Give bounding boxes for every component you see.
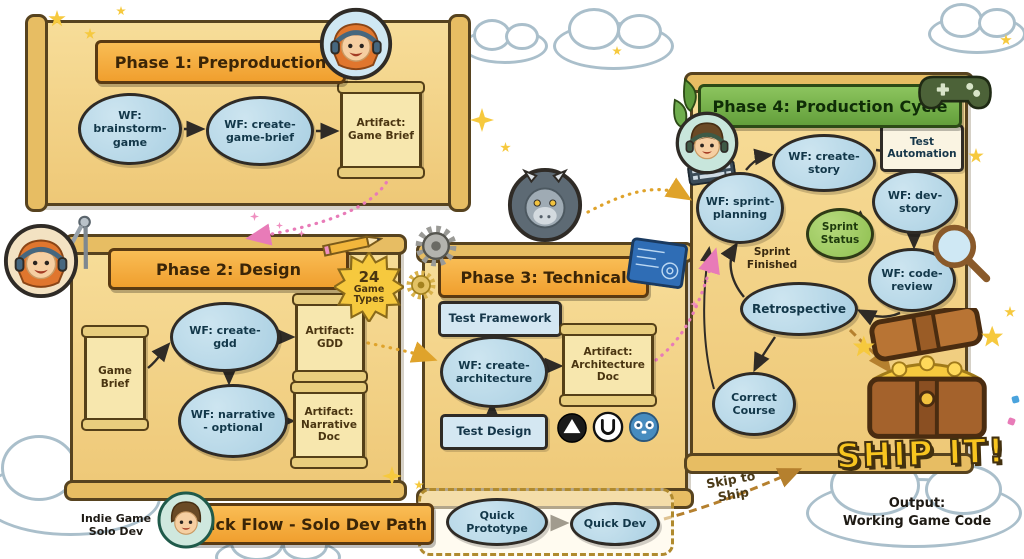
artifact-architecture-doc: Artifact: Architecture Doc: [559, 323, 657, 407]
star-icon: [414, 480, 424, 490]
solo-dev-label: Indie Game Solo Dev: [70, 512, 162, 538]
badge-label: Game Types: [353, 283, 385, 305]
magnifier-icon: [928, 220, 994, 290]
wf-create-architecture-node: WF: create-architecture: [440, 336, 548, 408]
test-design-box: Test Design: [440, 414, 548, 450]
unity-icon: [556, 412, 588, 448]
sprint-finished-text: Sprint Finished: [746, 246, 798, 271]
wf-sprint-planning-label: WF: sprint-planning: [705, 194, 775, 221]
badge-number: 24: [358, 267, 380, 286]
artifact-narrative-doc: Artifact: Narrative Doc: [290, 381, 368, 469]
phase1-title: Phase 1: Preproduction: [114, 52, 327, 72]
correct-course-label: Correct Course: [731, 390, 777, 417]
starburst-icon: [334, 252, 404, 322]
wf-narrative-node: WF: narrative - optional: [178, 384, 288, 458]
phase1-banner: Phase 1: Preproduction: [95, 40, 346, 84]
blueprint-icon: [625, 236, 689, 294]
wf-brainstorm-game-label: WF: brainstorm-game: [93, 109, 167, 149]
artifact-game-brief: Artifact: Game Brief: [337, 81, 425, 179]
avatar-phase4: [674, 110, 740, 176]
wf-create-game-brief-label: WF: create-game-brief: [224, 117, 296, 144]
phase3-banner: Phase 3: Technical: [438, 256, 649, 298]
leaf-icon: [662, 76, 708, 144]
wf-create-gdd-label: WF: create-gdd: [189, 323, 261, 350]
controller-icon: [916, 70, 994, 119]
avatar-solo-dev: [156, 490, 216, 550]
wf-sprint-planning-node: WF: sprint-planning: [696, 172, 784, 244]
sprint-status-node: Sprint Status: [806, 208, 874, 260]
quick-prototype-node: Quick Prototype: [446, 498, 548, 546]
test-automation-box: Test Automation: [880, 124, 964, 172]
avatar-phase2: [2, 222, 80, 300]
retrospective-label: Retrospective: [751, 301, 847, 316]
ship-it-title: SHIP IT!: [834, 430, 1007, 478]
artifact-game-brief-label: Artifact: Game Brief: [348, 117, 414, 142]
input-game-brief-label: Game Brief: [98, 365, 132, 390]
quick-flow-title: Quick Flow - Solo Dev Path: [185, 514, 427, 534]
star-icon: [84, 28, 96, 39]
gear-icon: [404, 268, 438, 306]
quick-dev-label: Quick Dev: [583, 517, 647, 531]
gear-icon: [412, 222, 460, 274]
input-game-brief: Game Brief: [81, 325, 149, 431]
correct-course-node: Correct Course: [712, 372, 796, 436]
unreal-icon: [592, 411, 624, 447]
phase2-banner: Phase 2: Design: [108, 248, 349, 290]
wf-brainstorm-game-node: WF: brainstorm-game: [78, 93, 182, 165]
artifact-architecture-doc-label: Artifact: Architecture Doc: [571, 346, 645, 384]
dragon-icon: [507, 167, 583, 243]
test-framework-box: Test Framework: [438, 301, 562, 337]
wf-create-story-label: WF: create-story: [788, 149, 860, 176]
confetti-icon: [1007, 417, 1016, 426]
star-icon: [470, 108, 494, 132]
solo-dev-text: Indie Game Solo Dev: [80, 512, 152, 539]
wf-dev-story-label: WF: dev-story: [887, 188, 943, 215]
wf-create-game-brief-node: WF: create-game-brief: [206, 96, 314, 166]
wf-create-gdd-node: WF: create-gdd: [170, 302, 280, 372]
star-icon: [612, 46, 622, 56]
output-label: Output:: [888, 496, 946, 511]
quick-flow-banner: Quick Flow - Solo Dev Path: [178, 503, 434, 545]
confetti-icon: [1011, 395, 1020, 404]
star-icon: [1000, 34, 1012, 45]
test-framework-label: Test Framework: [448, 311, 552, 326]
star-icon: [968, 148, 984, 163]
quick-dev-node: Quick Dev: [570, 502, 660, 546]
phase4-title: Phase 4: Production Cycle: [712, 96, 948, 116]
artifact-narrative-doc-label: Artifact: Narrative Doc: [301, 406, 357, 444]
wf-code-review-label: WF: code-review: [881, 266, 943, 293]
boy-icon: [157, 491, 215, 549]
star-icon: [500, 142, 511, 153]
godot-icon: [628, 411, 660, 447]
phase2-title: Phase 2: Design: [156, 259, 301, 279]
test-design-label: Test Design: [456, 424, 532, 439]
woman-headset-icon: [319, 7, 393, 81]
cloud: [462, 19, 548, 64]
star-icon: [1004, 306, 1016, 317]
phase3-title: Phase 3: Technical: [460, 267, 627, 287]
quick-prototype-label: Quick Prototype: [466, 508, 528, 535]
boy-headset-icon: [675, 111, 739, 175]
star-icon: [116, 6, 126, 16]
avatar-phase1: [318, 6, 394, 82]
sparkle-icon: [276, 222, 283, 229]
retrospective-node: Retrospective: [740, 282, 858, 336]
game-types-badge: 24 Game Types: [334, 252, 404, 322]
wf-create-architecture-label: WF: create-architecture: [455, 358, 533, 385]
treasure-chest: [848, 304, 1006, 450]
output-value: Working Game Code: [842, 514, 992, 529]
artifact-gdd-label: Artifact: GDD: [305, 325, 355, 350]
cloud: [553, 8, 674, 70]
woman-headset-icon: [3, 223, 79, 299]
avatar-phase3: [506, 166, 584, 244]
wf-create-story-node: WF: create-story: [772, 134, 876, 192]
sprint-status-label: Sprint Status: [820, 221, 860, 246]
cloud: [806, 455, 1022, 548]
wf-narrative-label: WF: narrative - optional: [190, 407, 276, 434]
sprint-finished-label: Sprint Finished: [736, 246, 808, 271]
test-automation-label: Test Automation: [887, 135, 957, 160]
phase4-banner: Phase 4: Production Cycle: [698, 84, 962, 128]
sparkle-icon: [250, 212, 259, 221]
cloud: [928, 3, 1024, 54]
